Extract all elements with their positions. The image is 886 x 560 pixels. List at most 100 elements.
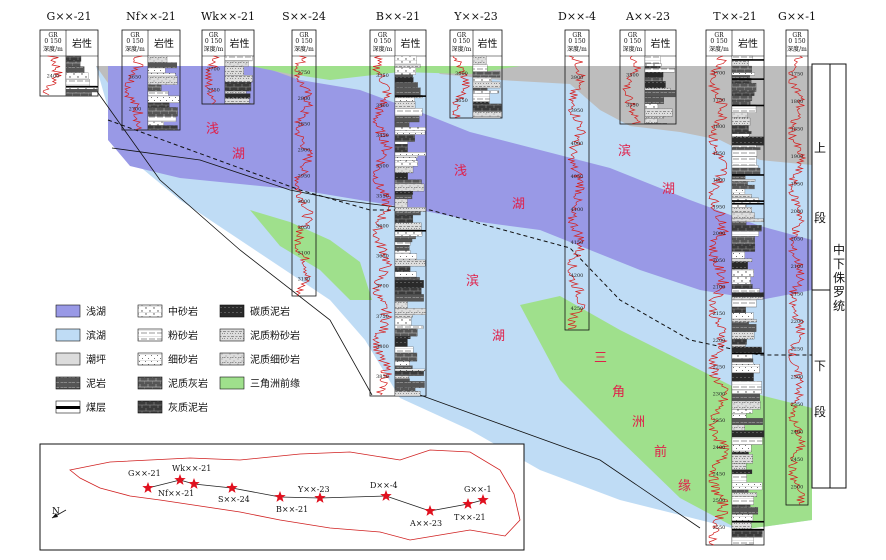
gr-curve <box>622 55 642 124</box>
lith-bed <box>731 296 764 300</box>
depth-label: 3550 <box>626 102 639 108</box>
lith-bed <box>394 301 408 309</box>
lith-bed <box>731 319 757 323</box>
lith-header: 岩性 <box>154 37 174 50</box>
gr-curve <box>293 55 314 296</box>
depth-label: 2550 <box>713 525 726 531</box>
legend-swatch <box>137 304 163 318</box>
lith-bed <box>731 55 754 60</box>
depth-label: 2050 <box>713 258 726 264</box>
well-name: A××-23 <box>625 10 670 23</box>
lith-bed <box>394 160 419 167</box>
lith-bed <box>394 390 421 397</box>
lith-bed <box>731 400 761 410</box>
lith-bed <box>731 389 762 394</box>
well-star-icon <box>314 492 326 503</box>
depth-label: 2300 <box>713 391 726 397</box>
lith-bed <box>394 141 408 145</box>
lith-bed <box>731 381 762 390</box>
lith-bed <box>731 194 752 199</box>
lith-bed <box>644 77 663 82</box>
facies-label: 三 <box>594 351 607 366</box>
legend-item: 潮坪 <box>55 352 106 366</box>
lith-bed <box>731 197 759 201</box>
lith-bed <box>472 101 490 105</box>
lith-bed <box>394 352 418 362</box>
depth-label: 2150 <box>713 311 726 317</box>
lith-bed <box>394 144 408 153</box>
legend-item: 煤层 <box>55 400 106 414</box>
strat-lower-1: 下 <box>814 359 826 373</box>
legend-swatch <box>137 352 163 366</box>
lith-bed <box>394 238 413 243</box>
depth-label: 1900 <box>791 154 804 160</box>
lith-bed <box>472 103 502 112</box>
legend-swatch <box>219 328 245 342</box>
lith-bed <box>731 409 753 414</box>
lith-bed <box>394 108 423 117</box>
legend-swatch <box>219 352 245 366</box>
lith-header: 岩性 <box>651 37 671 50</box>
lith-bed <box>394 183 425 192</box>
depth-label: 3650 <box>376 254 389 260</box>
lith-bed <box>394 277 420 281</box>
legend-label: 中砂岩 <box>168 305 198 318</box>
lith-bed <box>394 172 408 180</box>
legend-item: 泥质粉砂岩 <box>219 328 300 342</box>
lith-bed <box>731 261 748 270</box>
delta-front-body <box>250 66 520 80</box>
lith-bed <box>731 218 764 223</box>
legend-item: 细砂岩 <box>137 352 198 366</box>
depth-label: 2350 <box>791 402 804 408</box>
lith-bed <box>394 165 414 174</box>
lith-bed <box>731 463 747 470</box>
lith-bed <box>731 437 763 445</box>
lith-bed <box>731 184 755 190</box>
lith-bed <box>731 489 749 493</box>
lith-bed <box>147 62 178 69</box>
lith-bed <box>731 413 747 419</box>
lith-bed <box>644 96 664 104</box>
legend-item: 碳质泥岩 <box>219 304 290 318</box>
lith-bed <box>394 152 427 156</box>
depth-label: 3550 <box>376 193 389 199</box>
lith-bed <box>65 91 92 97</box>
gr-header: GR <box>378 32 388 39</box>
well-name: Y××-23 <box>453 10 497 23</box>
legend-item: 灰质泥岩 <box>137 400 208 414</box>
gr-range: 0 150 <box>568 38 585 45</box>
lith-bed <box>731 276 751 285</box>
well-name: Nf××-21 <box>126 10 176 23</box>
gr-header: GR <box>457 32 467 39</box>
depth-label: 3950 <box>571 108 584 114</box>
lith-bed <box>731 288 760 293</box>
depth-label: 2850 <box>298 122 311 128</box>
well-star-icon <box>188 478 200 489</box>
gr-range: 0 150 <box>374 38 391 45</box>
north-label: N <box>52 507 60 517</box>
lith-bed <box>394 191 414 195</box>
legend-label: 泥质粉砂岩 <box>250 329 300 342</box>
lith-bed <box>147 107 178 117</box>
lith-bed <box>394 63 421 68</box>
lith-bed <box>644 118 658 124</box>
depth-label: 1800 <box>791 99 804 105</box>
depth-label: 2250 <box>791 347 804 353</box>
depth-label: 2750 <box>207 87 220 93</box>
lith-bed <box>731 112 748 119</box>
gr-range: 0 150 <box>126 38 143 45</box>
coal-bed <box>732 104 764 107</box>
lith-bed <box>731 372 754 382</box>
lith-bed <box>731 65 752 73</box>
depth-label: 1800 <box>713 124 726 130</box>
lith-bed <box>394 336 411 340</box>
lith-bed <box>644 68 675 73</box>
lith-bed <box>394 157 417 161</box>
lith-bed <box>394 77 414 83</box>
